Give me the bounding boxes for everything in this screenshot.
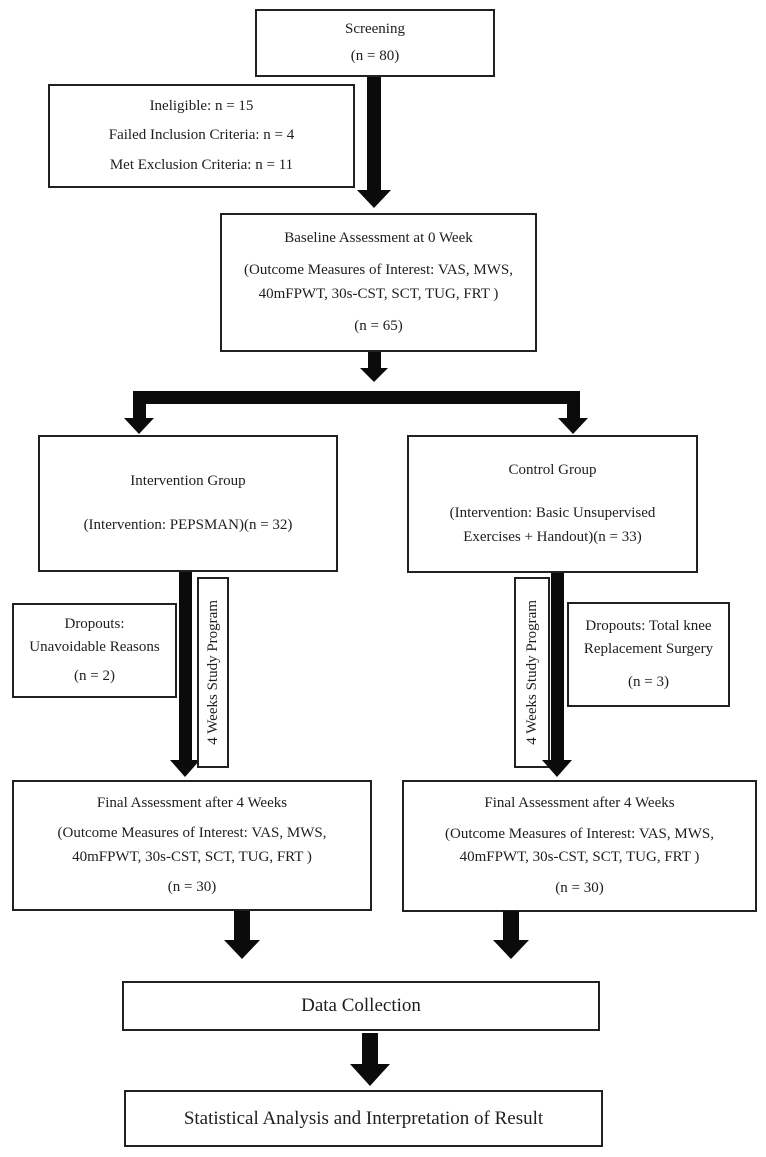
arrow-shaft xyxy=(551,573,564,760)
final-assessment-right-box: Final Assessment after 4 Weeks (Outcome … xyxy=(402,780,757,912)
arrow-shaft xyxy=(362,1033,378,1064)
final-title: Final Assessment after 4 Weeks xyxy=(96,794,288,811)
study-program-label: 4 Weeks Study Program xyxy=(204,600,221,745)
screening-box: Screening (n = 80) xyxy=(255,9,495,77)
arrow-head-down-icon xyxy=(350,1064,390,1086)
control-title: Control Group xyxy=(508,462,597,479)
arrow-head-down-icon xyxy=(357,190,391,208)
arrow-head-down-icon xyxy=(124,418,154,434)
branch-right-drop xyxy=(567,404,580,418)
dropouts-line: Replacement Surgery xyxy=(583,641,714,658)
study-program-right-box: 4 Weeks Study Program xyxy=(514,577,550,768)
final-outcomes-line: (Outcome Measures of Interest: VAS, MWS, xyxy=(445,825,714,842)
dropouts-line: Dropouts: xyxy=(64,615,125,632)
final-outcomes: (Outcome Measures of Interest: VAS, MWS,… xyxy=(445,823,714,870)
screening-n: (n = 80) xyxy=(350,48,400,65)
baseline-outcomes: (Outcome Measures of Interest: VAS, MWS,… xyxy=(244,259,513,306)
control-detail-line: (Intervention: Basic Unsupervised xyxy=(449,505,656,522)
arrow-head-down-icon xyxy=(170,760,200,777)
ineligible-line: Met Exclusion Criteria: n = 11 xyxy=(109,157,294,174)
screening-title: Screening xyxy=(345,20,405,37)
statistical-analysis-box: Statistical Analysis and Interpretation … xyxy=(124,1090,603,1147)
final-n: (n = 30) xyxy=(555,880,604,896)
dropouts-n: (n = 2) xyxy=(74,668,115,684)
intervention-detail: (Intervention: PEPSMAN)(n = 32) xyxy=(83,516,293,533)
branch-bar xyxy=(133,391,580,404)
dropouts-line: Unavoidable Reasons xyxy=(29,639,160,655)
final-outcomes: (Outcome Measures of Interest: VAS, MWS,… xyxy=(58,822,327,869)
control-detail: (Intervention: Basic Unsupervised Exerci… xyxy=(450,502,656,549)
dropouts-line: Dropouts: Total knee xyxy=(585,618,712,635)
study-program-label: 4 Weeks Study Program xyxy=(523,600,540,745)
baseline-n: (n = 65) xyxy=(354,318,403,335)
baseline-assessment-box: Baseline Assessment at 0 Week (Outcome M… xyxy=(220,213,537,352)
dropouts-control-box: Dropouts: Total knee Replacement Surgery… xyxy=(567,602,730,707)
final-n: (n = 30) xyxy=(167,879,217,896)
branch-left-drop xyxy=(133,404,146,418)
dropouts-reason: Dropouts: Total knee Replacement Surgery xyxy=(584,615,713,662)
arrow-head-down-icon xyxy=(542,760,572,777)
final-assessment-left-box: Final Assessment after 4 Weeks (Outcome … xyxy=(12,780,372,911)
control-detail-line: Exercises + Handout)(n = 33) xyxy=(463,528,642,545)
arrow-head-down-icon xyxy=(224,940,260,959)
statistical-analysis-label: Statistical Analysis and Interpretation … xyxy=(183,1107,544,1129)
baseline-title: Baseline Assessment at 0 Week xyxy=(284,229,473,246)
data-collection-label: Data Collection xyxy=(301,995,421,1017)
ineligible-line: Failed Inclusion Criteria: n = 4 xyxy=(108,127,295,144)
study-program-left-box: 4 Weeks Study Program xyxy=(197,577,229,768)
baseline-outcomes-line: (Outcome Measures of Interest: VAS, MWS, xyxy=(244,262,513,279)
final-outcomes-line: (Outcome Measures of Interest: VAS, MWS, xyxy=(57,825,327,842)
dropouts-n: (n = 3) xyxy=(628,673,669,690)
arrow-head-down-icon xyxy=(558,418,588,434)
arrow-shaft xyxy=(179,572,192,760)
dropouts-intervention-box: Dropouts: Unavoidable Reasons (n = 2) xyxy=(12,603,177,698)
arrow-shaft xyxy=(234,911,250,940)
intervention-title: Intervention Group xyxy=(130,472,246,489)
intervention-group-box: Intervention Group (Intervention: PEPSMA… xyxy=(38,435,338,572)
data-collection-box: Data Collection xyxy=(122,981,600,1031)
ineligible-box: Ineligible: n = 15 Failed Inclusion Crit… xyxy=(48,84,355,188)
dropouts-reason: Dropouts: Unavoidable Reasons xyxy=(29,613,159,660)
control-group-box: Control Group (Intervention: Basic Unsup… xyxy=(407,435,698,573)
final-outcomes-line: 40mFPWT, 30s-CST, SCT, TUG, FRT ) xyxy=(72,848,312,865)
final-outcomes-line: 40mFPWT, 30s-CST, SCT, TUG, FRT ) xyxy=(459,849,700,865)
arrow-shaft xyxy=(367,77,381,191)
arrow-shaft xyxy=(368,352,381,368)
ineligible-line: Ineligible: n = 15 xyxy=(149,97,254,114)
arrow-head-down-icon xyxy=(360,368,388,382)
arrow-shaft xyxy=(503,911,519,940)
final-title: Final Assessment after 4 Weeks xyxy=(484,794,675,811)
baseline-outcomes-line: 40mFPWT, 30s-CST, SCT, TUG, FRT ) xyxy=(258,285,499,302)
arrow-head-down-icon xyxy=(493,940,529,959)
